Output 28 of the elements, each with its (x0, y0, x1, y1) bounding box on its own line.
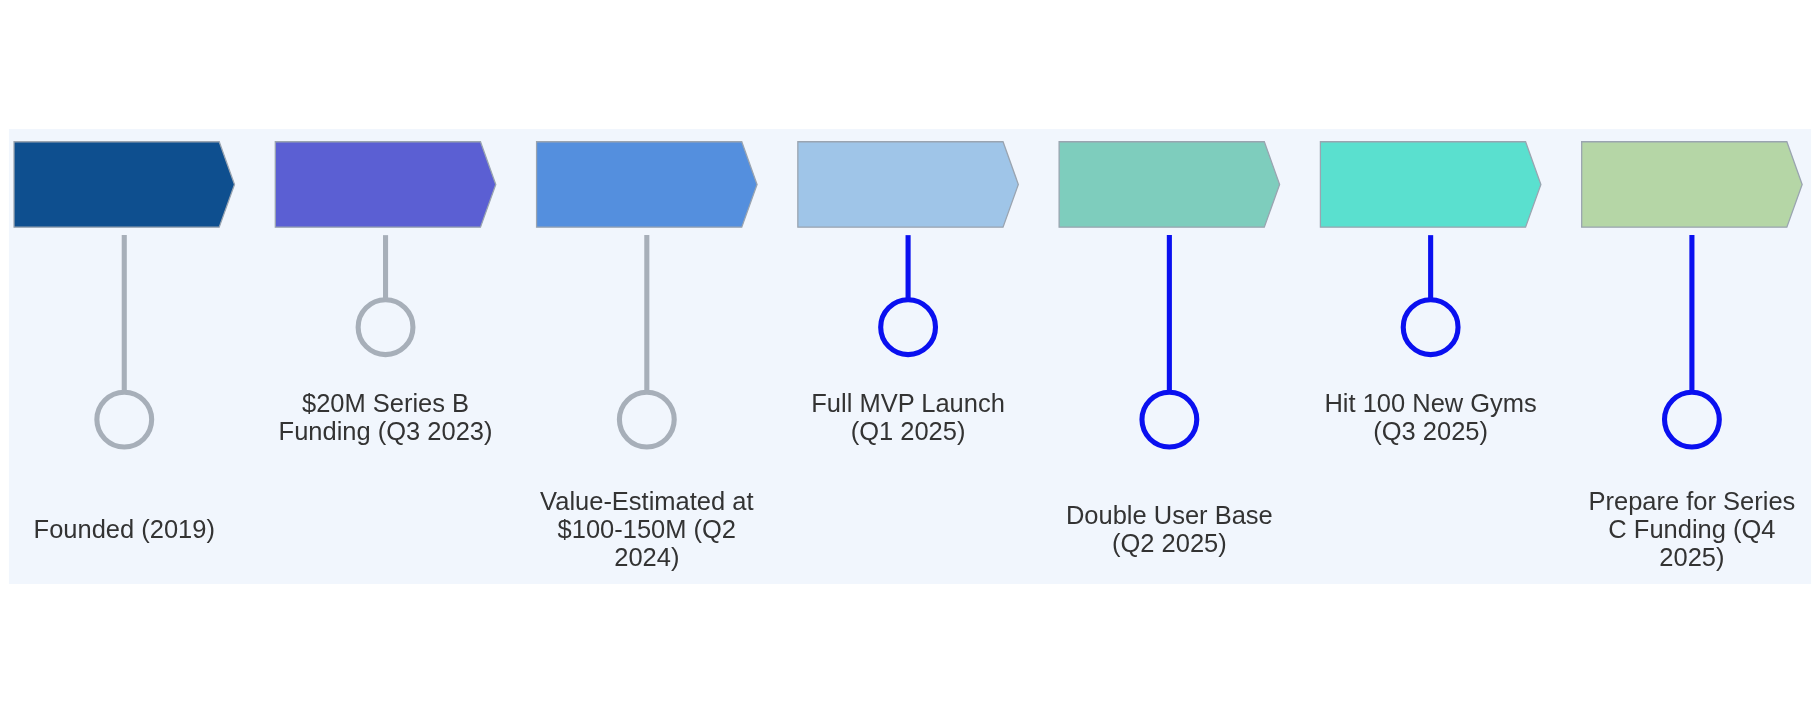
node-label: Double User Base (Q2 2025) (1065, 501, 1273, 558)
node-label: Founded (2019) (33, 515, 215, 544)
connector (383, 235, 389, 300)
node-circle (355, 297, 416, 358)
node-chevron (1058, 141, 1281, 228)
node-circle (94, 389, 155, 450)
node-circle (1661, 389, 1722, 450)
node-label: Value-Estimated at $100-150M (Q2 2024) (540, 487, 754, 572)
node-chevron (1581, 141, 1803, 228)
node-label: $20M Series B Funding (Q3 2023) (278, 388, 493, 445)
connector (644, 235, 650, 393)
connector (1689, 235, 1695, 393)
node-label: Full MVP Launch (Q1 2025) (811, 388, 1005, 445)
connector (121, 235, 127, 393)
node-chevron (1319, 141, 1542, 228)
node-chevron (13, 141, 236, 228)
connector (905, 235, 911, 300)
connector (1166, 235, 1172, 393)
node-label: Prepare for Series C Funding (Q4 2025) (1588, 487, 1796, 572)
node-chevron (274, 141, 497, 228)
connector (1428, 235, 1434, 300)
node-circle (616, 389, 677, 450)
node-chevron (797, 141, 1019, 228)
node-circle (1139, 389, 1200, 450)
node-label: Hit 100 New Gyms (Q3 2025) (1324, 388, 1537, 445)
node-circle (1400, 297, 1461, 358)
node-circle (878, 297, 939, 358)
node-chevron (535, 141, 758, 228)
